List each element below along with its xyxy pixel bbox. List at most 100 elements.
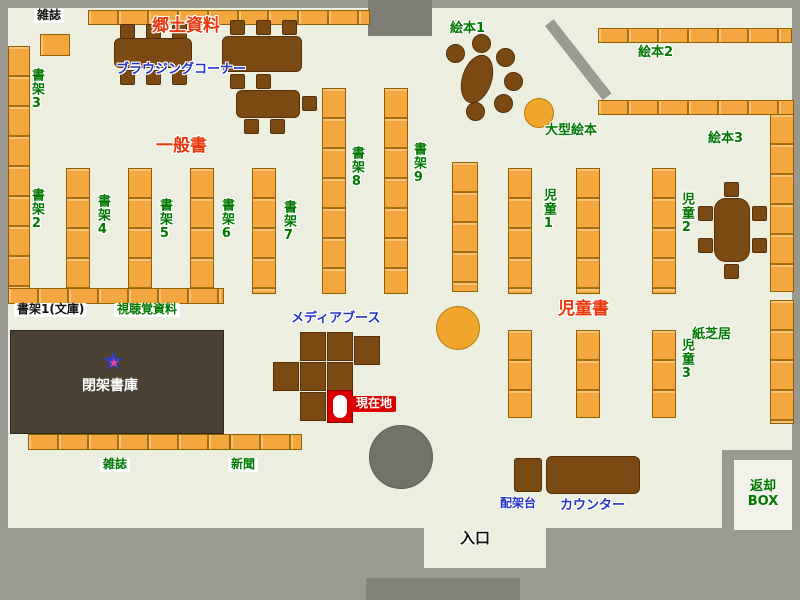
children-reading-table [714, 198, 750, 262]
bookshelf-5 [128, 168, 152, 294]
stool [446, 44, 465, 63]
counter-desk [546, 456, 640, 494]
bookshelf-picturebooks2 [598, 28, 792, 43]
label-picturebooks3: 絵本3 [708, 131, 744, 146]
stool [494, 94, 513, 113]
bookshelf-children1-b [576, 168, 600, 294]
label-shelf6: 書架6 [218, 198, 234, 242]
chair [724, 182, 739, 197]
return-box-wall-left [722, 450, 734, 532]
media-booth-seat [300, 362, 326, 391]
bookshelf-magazines [28, 434, 230, 450]
bookshelf-4 [66, 168, 90, 294]
media-booth-seat [354, 336, 380, 365]
stool [472, 34, 491, 53]
label-av-materials: 視聴覚資料 [114, 302, 181, 317]
label-picturebooks1: 絵本1 [450, 21, 486, 36]
chair [120, 24, 135, 39]
bookshelf-7 [252, 168, 276, 294]
label-shelf1-bunko: 書架1(文庫) [14, 302, 88, 317]
label-magazines-bottom: 雑誌 [100, 457, 131, 472]
label-shelf8: 書架8 [348, 146, 364, 190]
chair [282, 20, 297, 35]
label-children2: 児童2 [678, 192, 694, 236]
chair [230, 20, 245, 35]
bookshelf-children3 [652, 330, 676, 418]
bookshelf-middle [452, 162, 478, 292]
media-booth-seat [327, 332, 353, 361]
magazine-rack [40, 34, 70, 56]
sorting-table [514, 458, 542, 492]
stool [496, 48, 515, 67]
return-box: 返却 BOX [734, 460, 792, 530]
label-newspaper: 新聞 [228, 457, 259, 472]
chair [724, 264, 739, 279]
entrance-mat [366, 578, 520, 600]
chair [302, 96, 317, 111]
wall-pillar-top [368, 0, 432, 36]
chair [752, 206, 767, 221]
bookshelf-left-wall [8, 46, 30, 294]
label-shelf4: 書架4 [94, 194, 110, 238]
label-local-materials: 郷土資料 [152, 16, 220, 36]
chair [698, 238, 713, 253]
bookshelf-children-lower-a [508, 330, 532, 418]
return-box-label-line2: BOX [747, 494, 779, 509]
bookshelf-right-wall-upper [770, 114, 794, 292]
chair [270, 119, 285, 134]
chair [256, 74, 271, 89]
label-shelf7: 書架7 [280, 200, 296, 244]
bookshelf-right-wall-lower [770, 300, 794, 424]
label-children3: 児童3 [678, 338, 694, 382]
bookshelf-newspaper [230, 434, 302, 450]
bookshelf-top-wall [88, 10, 370, 25]
bookshelf-6 [190, 168, 214, 294]
star-icon: ★ [101, 346, 126, 377]
label-kamishibai: 紙芝居 [692, 327, 732, 342]
label-shelf9: 書架9 [410, 142, 426, 186]
label-current-location: 現在地 [352, 396, 397, 412]
stool [466, 102, 485, 121]
current-location-marker [327, 390, 353, 423]
chair [172, 70, 187, 85]
label-entrance: 入口 [460, 529, 491, 547]
label-shelf2: 書架2 [28, 188, 44, 232]
label-picturebooks2: 絵本2 [638, 45, 674, 60]
label-browsing-corner: ブラウジングコーナー [116, 62, 247, 77]
label-sorting-table: 配架台 [500, 496, 537, 510]
round-table [436, 306, 480, 350]
label-media-booth: メディアブース [291, 311, 381, 326]
chair [698, 206, 713, 221]
chair [752, 238, 767, 253]
bookshelf-9 [384, 88, 408, 294]
stool [504, 72, 523, 91]
media-booth-seat [300, 332, 326, 361]
closed-stacks-label: 閉架書庫 [82, 378, 138, 394]
label-shelf3: 書架3 [28, 68, 44, 112]
return-box-label-line1: 返却 [749, 479, 776, 495]
media-booth-seat [300, 392, 326, 421]
label-children-books: 児童書 [558, 299, 609, 319]
label-large-picturebooks: 大型絵本 [545, 123, 598, 138]
bookshelf-children-lower-b [576, 330, 600, 418]
bookshelf-8 [322, 88, 346, 294]
browsing-table-2 [222, 36, 302, 72]
chair [146, 70, 161, 85]
label-magazines-top: 雑誌 [34, 8, 65, 23]
bookshelf-children2 [652, 168, 676, 294]
browsing-table-3 [236, 90, 300, 118]
label-general-books: 一般書 [156, 136, 207, 156]
entrance-opening [424, 528, 546, 568]
closed-stacks-room [10, 330, 224, 434]
browsing-table-1 [114, 38, 192, 68]
media-booth-seat [273, 362, 299, 391]
round-pillar [369, 425, 433, 489]
label-children1: 児童1 [540, 188, 556, 232]
label-counter: カウンター [560, 498, 626, 513]
bookshelf-picturebooks3 [598, 100, 794, 115]
media-booth-seat [327, 362, 353, 391]
bookshelf-children1-a [508, 168, 532, 294]
chair [244, 119, 259, 134]
large-picturebook-stand [524, 98, 554, 128]
